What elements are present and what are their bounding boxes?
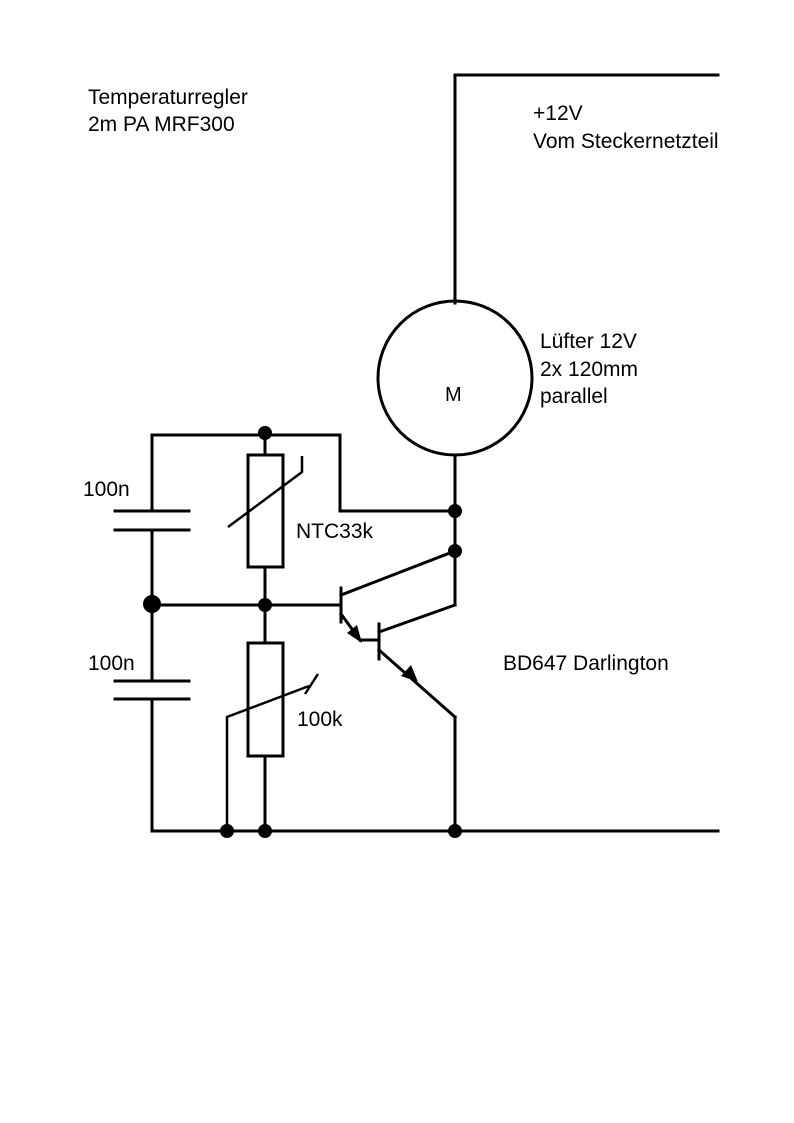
junction-dot-feedback — [448, 504, 462, 518]
trimmer-resistor-body — [246, 641, 285, 758]
fan-label-line-2: 2x 120mm — [540, 358, 638, 381]
positive-supply-wire — [453, 73, 720, 305]
trimmer-wiper-end — [303, 673, 320, 695]
junction-dot-wiper-ground — [220, 824, 234, 838]
ntc-temperature-mark — [227, 456, 304, 529]
transistor-2-collector — [377, 603, 457, 634]
transistor-1-collector — [339, 549, 457, 597]
junction-dot-emitter-ground — [448, 824, 462, 838]
transistor-1-emitter-arrow — [347, 625, 362, 643]
trimmer-label: 100k — [297, 708, 343, 731]
title-line-1: Temperaturregler — [88, 86, 248, 109]
capacitor-upper-label: 100n — [83, 478, 130, 501]
top-feedback-wire — [150, 433, 457, 513]
title-line-2: 2m PA MRF300 — [88, 113, 235, 136]
capacitor-lower-label: 100n — [88, 652, 135, 675]
transistor-2-emitter-arrow — [401, 665, 418, 682]
junction-dot-trimmer-ground — [258, 824, 272, 838]
trimmer-wiper — [225, 684, 310, 831]
ntc-resistor-body — [246, 453, 285, 569]
motor-letter: M — [445, 384, 462, 406]
fan-label-line-1: Lüfter 12V — [540, 330, 637, 353]
junction-dot-base — [258, 598, 272, 612]
junction-dot-divider-top — [258, 426, 272, 440]
junction-dot-left-rail — [143, 595, 161, 613]
fan-label-line-3: parallel — [540, 385, 608, 408]
supply-label-line-2: Vom Steckernetzteil — [533, 130, 719, 153]
supply-label-line-1: +12V — [533, 102, 583, 125]
transistor-2-emitter — [376, 647, 458, 720]
fan-motor-symbol — [376, 299, 534, 457]
transistor-label: BD647 Darlington — [503, 652, 669, 675]
ntc-label: NTC33k — [296, 520, 374, 543]
junction-dot-collector — [448, 544, 462, 558]
